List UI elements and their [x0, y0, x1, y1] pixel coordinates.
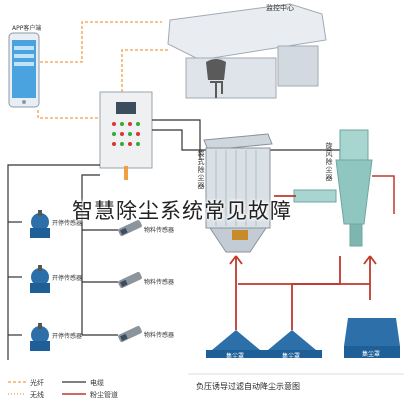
diagram-caption: 负压诱导过滤自动降尘示意图: [196, 382, 300, 391]
pressure-sensor-1: [30, 210, 50, 238]
material-sensor-3: [118, 325, 142, 343]
pressure-sensor-2: [30, 265, 50, 293]
dust-hood-3: [344, 318, 400, 358]
dust-duct-lines: [229, 195, 377, 330]
cyclone-collector: [293, 129, 395, 247]
legend: [8, 373, 404, 395]
bag-filter-label: 袋式除尘器: [197, 150, 205, 190]
legend-cable: 电缆: [90, 379, 104, 387]
optical-fiber-lines: [37, 21, 168, 119]
cyclone-label: 旋风除尘器: [325, 142, 333, 182]
legend-optical: 光纤: [30, 379, 44, 387]
mobile-phone: [8, 32, 40, 108]
legend-duct: 粉尘管道: [90, 391, 118, 399]
legend-wireless: 无线: [30, 391, 44, 399]
hood-label-3: 集尘罩: [362, 351, 381, 358]
dust-hood-2: [262, 330, 322, 358]
hood-label-2: 集尘罩: [282, 353, 301, 360]
phone-app-label: APP客户端: [12, 25, 42, 32]
pressure-sensor-label-3: 开停传感器: [52, 333, 83, 340]
cable-lines: [7, 119, 341, 360]
control-center-label: 监控中心: [266, 4, 294, 12]
material-sensor-label-2: 物料传感器: [144, 279, 175, 286]
hood-label-1: 集尘罩: [226, 353, 245, 360]
material-sensor-label-3: 物料传感器: [144, 332, 175, 339]
material-sensor-label-1: 物料传感器: [144, 227, 175, 234]
control-center-desk: [167, 3, 327, 99]
dust-hood-1: [206, 330, 266, 358]
pressure-sensor-label-1: 开停传感器: [52, 220, 83, 227]
pressure-sensor-3: [30, 323, 50, 351]
bag-filter: [203, 133, 273, 253]
control-cabinet: [99, 91, 153, 180]
overlay-title: 智慧除尘系统常见故障: [72, 199, 292, 223]
pressure-sensor-label-2: 开停传感器: [52, 275, 83, 282]
material-sensor-2: [118, 271, 142, 289]
material-sensor-1: [118, 219, 142, 237]
